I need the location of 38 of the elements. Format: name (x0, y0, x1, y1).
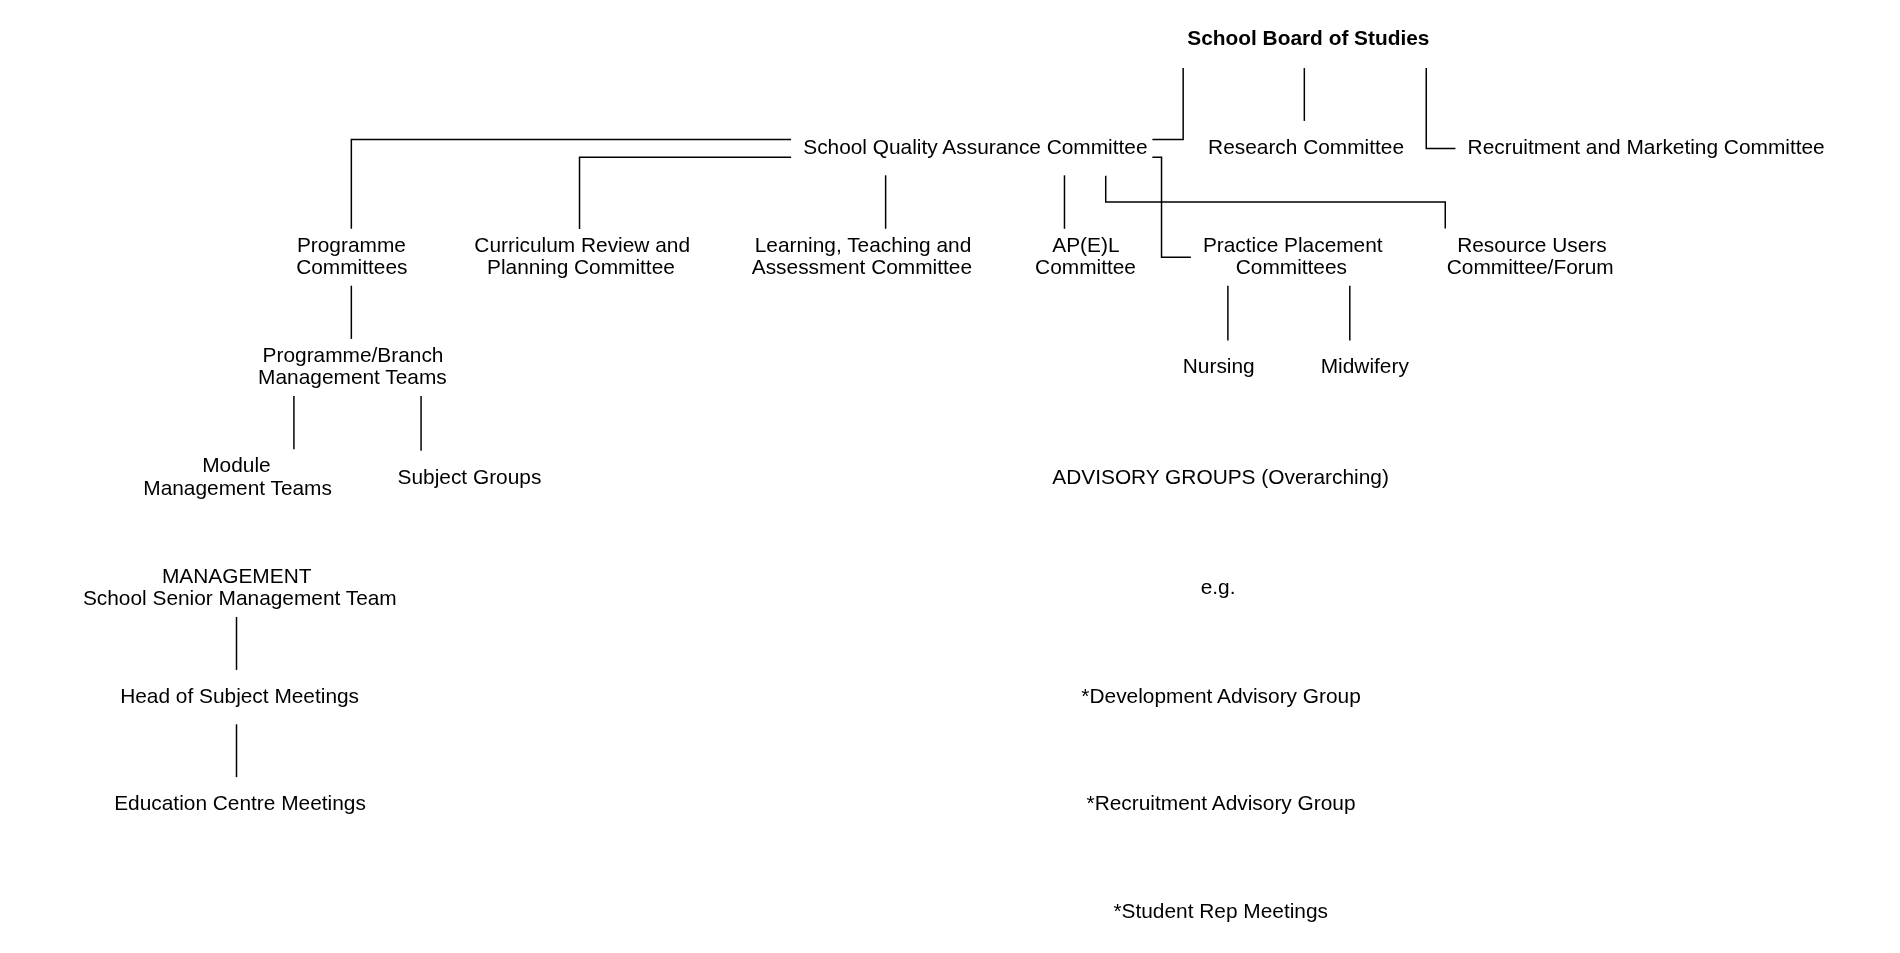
node-text: Subject Groups (397, 464, 541, 488)
node-text: Practice Placement Committees (1202, 232, 1383, 278)
connector (1151, 156, 1192, 258)
connector (292, 395, 295, 451)
connector (235, 723, 237, 778)
node-text: Learning, Teaching and Assessment Committee (751, 232, 972, 278)
connector (1303, 67, 1305, 122)
node-text: Curriculum Review and Planning Committee (473, 232, 690, 278)
node-text: Midwifery (1320, 354, 1409, 378)
node-text: Head of Subject Meetings (119, 683, 359, 707)
label: e.g. (1200, 574, 1235, 598)
node-text: AP(E)L Committee (1034, 232, 1136, 278)
node-text: Resource Users Committee/Forum (1446, 232, 1614, 278)
label: *Recruitment Advisory Group (1086, 791, 1356, 815)
node-text: Programme Committees (295, 232, 407, 278)
connector (1063, 174, 1065, 230)
connector (419, 395, 422, 452)
node-text: Research Committee (1207, 134, 1404, 158)
connector (1151, 67, 1184, 141)
node-text: Education Centre Meetings (113, 791, 366, 815)
connector (1348, 284, 1351, 342)
node-text: Module Management Teams (142, 453, 332, 499)
connector (350, 284, 352, 340)
connector (578, 156, 792, 230)
connector (1425, 67, 1456, 150)
node-text: School Board of Studies (1186, 26, 1429, 50)
node-text: MANAGEMENT School Senior Management Team (82, 563, 397, 610)
connector (1226, 284, 1229, 342)
connector (350, 138, 792, 230)
node-text: Programme/Branch Management Teams (257, 342, 447, 389)
node-text: School Quality Assurance Committee (802, 134, 1148, 158)
label: *Student Rep Meetings (1112, 898, 1328, 922)
connector (884, 174, 886, 230)
label: *Development Advisory Group (1080, 683, 1361, 707)
label: ADVISORY GROUPS (Overarching) (1051, 464, 1389, 488)
connector (235, 616, 237, 671)
node-text: Recruitment and Marketing Committee (1467, 134, 1825, 158)
node-text: Nursing (1182, 354, 1255, 378)
